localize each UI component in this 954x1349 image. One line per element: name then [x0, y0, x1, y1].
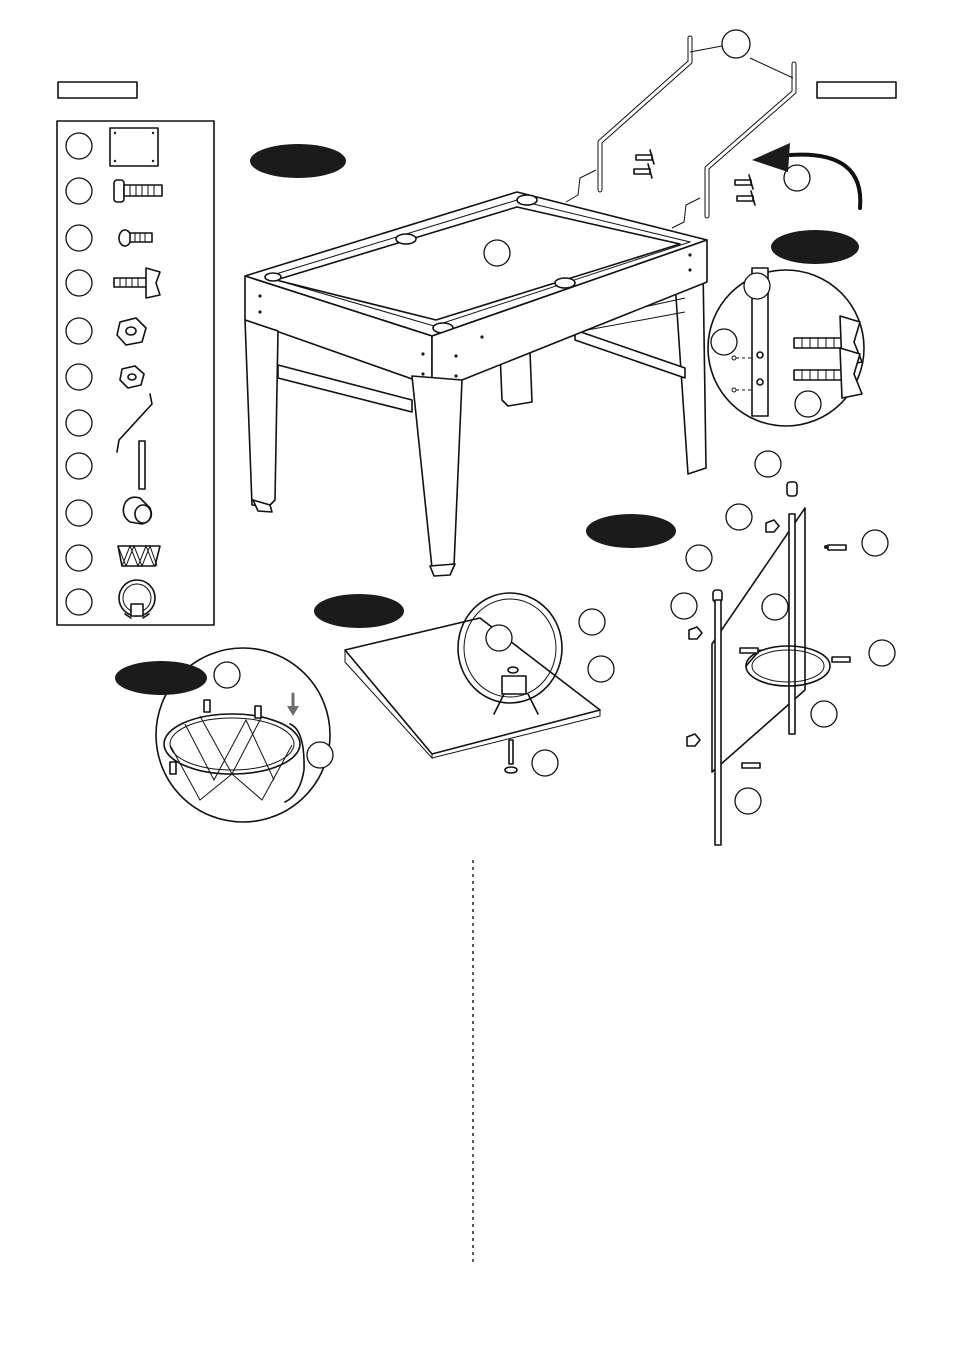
- parts-list-panel: [56, 120, 215, 626]
- right-label-box: [816, 81, 897, 99]
- rails-drawing: [565, 29, 863, 229]
- step-badge-1: [250, 144, 346, 178]
- backboard-drawing: [586, 450, 896, 846]
- parts-number-circles: [65, 132, 93, 616]
- rod-icon: [138, 440, 146, 490]
- long-bolt-icon: [113, 179, 163, 203]
- left-label-box: [57, 81, 138, 99]
- rail-bolts: [633, 149, 756, 206]
- cap-icon: [122, 496, 153, 525]
- step-badge-5: [115, 661, 207, 695]
- short-bolt-icon: [118, 229, 153, 247]
- rail-detail: [707, 230, 865, 427]
- board-rim-drawing: [314, 592, 615, 777]
- large-nut-icon: [116, 317, 147, 346]
- net-icon: [117, 544, 161, 568]
- rim-icon: [118, 579, 156, 619]
- step-badge-2: [771, 230, 859, 264]
- step-badge-3: [586, 514, 676, 548]
- wing-bolt-icon: [113, 267, 161, 299]
- game-table-drawing: [244, 144, 708, 577]
- net-detail: [115, 647, 334, 823]
- allen-key-icon: [116, 393, 153, 453]
- panel-icon: [109, 127, 159, 167]
- small-nut-icon: [119, 365, 145, 389]
- step-badge-4: [314, 594, 404, 628]
